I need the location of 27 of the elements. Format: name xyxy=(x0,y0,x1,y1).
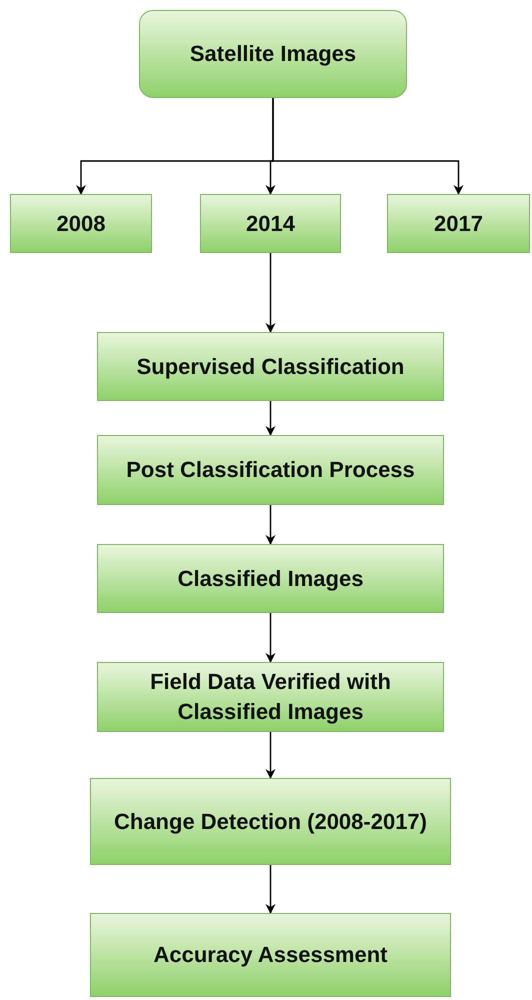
process-box xyxy=(10,194,152,253)
box-label: 2017 xyxy=(434,210,483,238)
box-label: Classified Images xyxy=(178,564,364,593)
arrow xyxy=(272,98,464,195)
arrow xyxy=(266,401,276,436)
box-label: 2008 xyxy=(56,210,106,238)
box-label: Accuracy Assessment xyxy=(154,941,388,970)
arrow xyxy=(266,865,276,914)
box-label: Supervised Classification xyxy=(136,352,404,381)
process-box xyxy=(97,332,444,401)
arrow xyxy=(266,732,276,779)
start-box xyxy=(139,10,407,98)
box-label: Post Classification Process xyxy=(126,456,415,484)
box-label: Change Detection (2008-2017) xyxy=(114,808,427,836)
process-box xyxy=(90,913,451,997)
arrow xyxy=(266,253,276,333)
process-box xyxy=(387,194,530,253)
process-box xyxy=(97,435,444,505)
process-box xyxy=(200,194,341,253)
arrow xyxy=(266,505,276,545)
process-box xyxy=(97,544,444,613)
arrow xyxy=(266,613,276,663)
box-label: Field Data Verified with Classified Images xyxy=(149,668,392,726)
process-box xyxy=(97,662,444,732)
process-box xyxy=(90,778,451,865)
box-label: Satellite Images xyxy=(190,40,356,68)
box-label: 2014 xyxy=(246,210,295,238)
